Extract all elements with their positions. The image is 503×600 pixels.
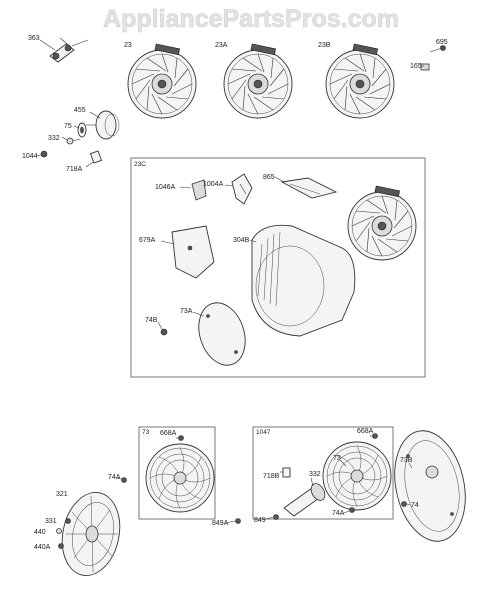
kit-23c-label: 23C [134, 161, 146, 168]
part-73-grille-screen-kit [322, 441, 392, 511]
part-321-hub [61, 492, 121, 576]
part-165-nut [420, 63, 430, 71]
part-332-adapter [283, 483, 326, 517]
label-718b: 718B [263, 473, 280, 480]
label-849: 849 [254, 517, 266, 524]
part-668a-nut-kit [372, 433, 378, 439]
part-440-washer [56, 528, 62, 534]
part-331-screw [65, 518, 71, 524]
part-1046a-shield [191, 179, 207, 201]
part-73a-screen [198, 302, 246, 366]
part-304b-blower-housing [251, 224, 356, 337]
part-440a-screw [58, 543, 64, 549]
label-332: 332 [48, 135, 60, 142]
part-1004a-retainer [231, 173, 253, 205]
kit-73-label: 73 [142, 429, 150, 436]
label-74b: 74B [145, 317, 158, 324]
label-718a: 718A [66, 166, 83, 173]
label-74a-1: 74A [108, 474, 121, 481]
part-73-grille-screen [145, 443, 215, 513]
part-74a-screw [121, 477, 127, 483]
label-1004a: 1004A [203, 181, 224, 188]
part-74a-screw-kit [349, 507, 355, 513]
label-75: 75 [64, 123, 72, 130]
part-718a-pin [89, 150, 103, 164]
label-440: 440 [34, 529, 46, 536]
part-73b-plate [394, 430, 466, 542]
part-labels: 363 23 23A 23B 695 165 455 75 332 1044 7… [22, 35, 448, 551]
label-1044: 1044 [22, 153, 38, 160]
label-849a: 849A [212, 520, 229, 527]
part-695-stud [429, 45, 446, 53]
part-23-flywheel [127, 43, 197, 119]
label-321: 321 [56, 491, 68, 498]
label-74: 74 [411, 502, 419, 509]
label-23: 23 [124, 42, 132, 49]
label-304b: 304B [233, 237, 250, 244]
part-718b-pin [282, 467, 291, 478]
label-165: 165 [410, 63, 422, 70]
label-73b: 73B [400, 457, 413, 464]
label-23b: 23B [318, 42, 331, 49]
part-74b-screw [160, 328, 168, 336]
label-440a: 440A [34, 544, 51, 551]
kit-1047-frame [252, 426, 394, 520]
label-332b: 332 [309, 471, 321, 478]
part-75-washer [77, 122, 87, 138]
label-1046a: 1046A [155, 184, 176, 191]
part-679a-baffle [171, 225, 215, 279]
kit-23c-frame [130, 157, 426, 378]
label-73a: 73A [180, 308, 193, 315]
part-849-screw [273, 514, 279, 520]
part-332-screw [66, 137, 81, 145]
part-1044-screw [40, 150, 48, 158]
part-23a-flywheel [223, 43, 293, 119]
part-668a-nut [178, 435, 184, 441]
label-455: 455 [74, 107, 86, 114]
label-73: 73 [333, 455, 341, 462]
site-watermark: AppliancePartsPros.com [103, 5, 399, 33]
part-23c-flywheel [347, 185, 417, 261]
label-679a: 679A [139, 237, 156, 244]
leader-lines [35, 39, 445, 524]
kit-73-frame [138, 426, 216, 520]
part-363-bracket [49, 37, 89, 63]
part-455-cup [86, 110, 120, 140]
part-865-bracket [280, 177, 338, 199]
part-849a-screw [235, 518, 241, 524]
part-74-screw [401, 501, 407, 507]
label-23a: 23A [215, 42, 228, 49]
label-695: 695 [436, 39, 448, 46]
label-865: 865 [263, 174, 275, 181]
label-74a-2: 74A [332, 510, 345, 517]
label-668a-1: 668A [160, 430, 177, 437]
label-668a-2: 668A [357, 428, 374, 435]
label-363: 363 [28, 35, 40, 42]
part-23b-flywheel [325, 43, 395, 119]
kit-1047-label: 1047 [256, 429, 271, 436]
label-331: 331 [45, 518, 57, 525]
